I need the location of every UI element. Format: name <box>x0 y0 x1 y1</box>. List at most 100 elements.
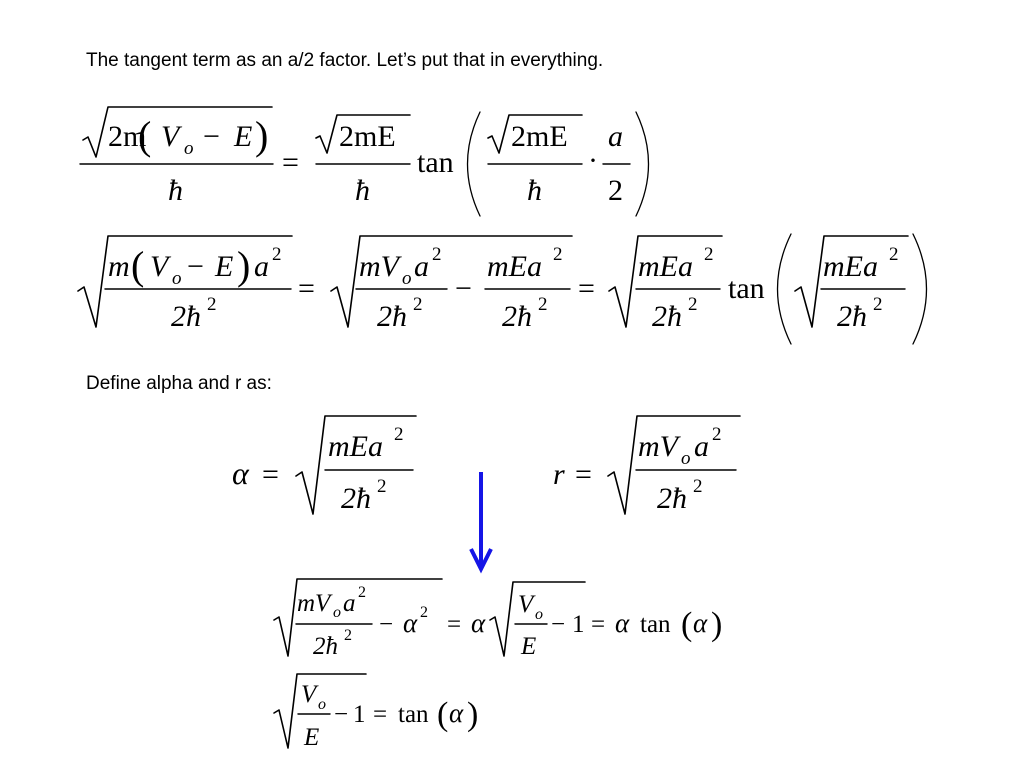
eq1-a: a <box>608 120 623 153</box>
eq3-a: a <box>343 590 356 617</box>
eq3-one: 1 <box>572 611 585 638</box>
eq2-d-2hbar: 2ħ <box>837 300 867 333</box>
eq2-c-sq: 2 <box>704 244 714 265</box>
eq2-a-den-sq: 2 <box>207 294 217 315</box>
eq4-V: V <box>301 681 319 708</box>
definition-alpha: α = mEa 2 2ħ 2 <box>232 415 417 515</box>
eq2-d-sqrt <box>794 235 909 328</box>
eq1-inner-hbar: ħ <box>527 174 542 207</box>
eq3-alpha-1: α <box>403 608 418 638</box>
eq1-mid-hbar: ħ <box>355 174 370 207</box>
eq4-rparen: ) <box>467 696 478 733</box>
eq3-o: o <box>333 604 341 621</box>
equation-3: mV o a 2 2ħ 2 − α 2 = α V o E − 1 = α ta… <box>273 578 722 660</box>
eq3-sq: 2 <box>358 584 366 601</box>
eq4-one: 1 <box>353 701 366 728</box>
eq3-minus-2: − <box>551 611 565 638</box>
eq3-alpha-3: α <box>615 608 630 638</box>
eq3-equals-2: = <box>591 611 605 638</box>
eq2-b-den-sq-2: 2 <box>538 294 548 315</box>
eq2-a-m: m <box>108 250 130 283</box>
def-alpha-symbol: α <box>232 455 250 491</box>
eq3-minus-1: − <box>379 611 393 638</box>
eq2-d-mEa: mEa <box>823 250 878 283</box>
def-alpha-2hbar: 2ħ <box>341 482 371 515</box>
eq2-b-a: a <box>414 250 429 283</box>
eq2-b-mV: mV <box>359 250 403 283</box>
eq1-two: 2 <box>608 174 623 207</box>
eq1-big-rparen <box>635 111 650 217</box>
down-arrow-icon <box>469 472 493 574</box>
eq3-E: E <box>520 633 536 660</box>
eq4-V-o: o <box>318 696 326 713</box>
eq2-a-sqrt <box>77 235 293 328</box>
equation-4: V o E − 1 = tan ( α ) <box>273 673 478 751</box>
eq2-tan: tan <box>728 272 765 305</box>
eq2-d-sq: 2 <box>889 244 899 265</box>
def-alpha-mEa: mEa <box>328 430 383 463</box>
eq3-rparen: ) <box>711 606 722 643</box>
def-r-a: a <box>694 430 709 463</box>
eq3-lparen: ( <box>681 606 692 643</box>
eq4-lparen: ( <box>437 696 448 733</box>
def-alpha-sqrt <box>295 415 417 515</box>
eq3-equals-1: = <box>447 611 461 638</box>
eq3-den-sq: 2 <box>344 627 352 644</box>
eq1-inner-sqrt <box>487 114 583 154</box>
eq3-sqrt-1 <box>273 578 443 657</box>
eq1-lhs-lparen: ( <box>138 113 151 158</box>
eq2-c-2hbar: 2ħ <box>652 300 682 333</box>
eq3-2hbar: 2ħ <box>313 633 338 660</box>
eq2-a-sq: 2 <box>272 244 282 265</box>
eq1-lhs-2m: 2m <box>108 120 146 153</box>
eq2-b-den-sq-1: 2 <box>413 294 423 315</box>
def-alpha-sq: 2 <box>394 424 404 445</box>
eq1-mid-2mE: 2mE <box>339 120 396 153</box>
eq1-lhs-sqrt <box>82 106 273 158</box>
eq4-sqrt <box>273 673 367 749</box>
def-alpha-den-sq: 2 <box>377 476 387 497</box>
eq4-E: E <box>303 724 319 751</box>
eq4-tan: tan <box>398 701 429 728</box>
eq3-alpha-2: α <box>471 608 486 638</box>
eq2-equals-1: = <box>298 272 315 305</box>
eq2-b-minus: − <box>455 272 472 305</box>
eq4-minus: − <box>334 701 348 728</box>
eq1-big-lparen <box>466 111 481 217</box>
eq3-mV: mV <box>297 590 333 617</box>
eq2-c-mEa: mEa <box>638 250 693 283</box>
eq2-d-den-sq: 2 <box>873 294 883 315</box>
eq2-c-sqrt <box>608 235 723 328</box>
eq2-a-lparen: ( <box>131 243 144 288</box>
eq1-lhs-hbar: ħ <box>168 174 183 207</box>
eq2-b-o: o <box>402 268 412 289</box>
eq2-a-a: a <box>254 250 269 283</box>
eq2-a-minus: − <box>187 250 204 283</box>
eq1-lhs-o: o <box>184 138 194 159</box>
def-r-mV: mV <box>638 430 682 463</box>
eq2-b-2hbar-2: 2ħ <box>502 300 532 333</box>
eq2-b-sqrt <box>330 235 573 328</box>
def-r-o: o <box>681 448 691 469</box>
definition-r: r = mV o a 2 2ħ 2 <box>553 415 741 515</box>
eq3-V: V <box>518 591 536 618</box>
eq2-a-o: o <box>172 268 182 289</box>
eq1-lhs-V: V <box>161 120 183 153</box>
def-r-sq: 2 <box>712 424 722 445</box>
eq1-lhs-rparen: ) <box>255 113 268 158</box>
define-text: Define alpha and r as: <box>86 373 272 394</box>
eq1-lhs-E: E <box>233 120 252 153</box>
def-r-symbol: r <box>553 458 565 491</box>
def-r-den-sq: 2 <box>693 476 703 497</box>
eq2-b-mEa: mEa <box>487 250 542 283</box>
eq2-a-V: V <box>150 250 172 283</box>
eq2-big-rparen <box>912 233 928 345</box>
equation-2: m ( V o − E ) a 2 2ħ 2 = mV o a 2 2ħ 2 −… <box>77 233 928 345</box>
heading-text: The tangent term as an a/2 factor. Let’s… <box>86 50 604 71</box>
eq2-c-den-sq: 2 <box>688 294 698 315</box>
eq4-alpha: α <box>449 698 464 728</box>
eq2-b-sq: 2 <box>432 244 442 265</box>
def-r-sqrt <box>607 415 741 515</box>
eq1-lhs-minus: − <box>203 120 220 153</box>
eq2-big-lparen <box>776 233 792 345</box>
